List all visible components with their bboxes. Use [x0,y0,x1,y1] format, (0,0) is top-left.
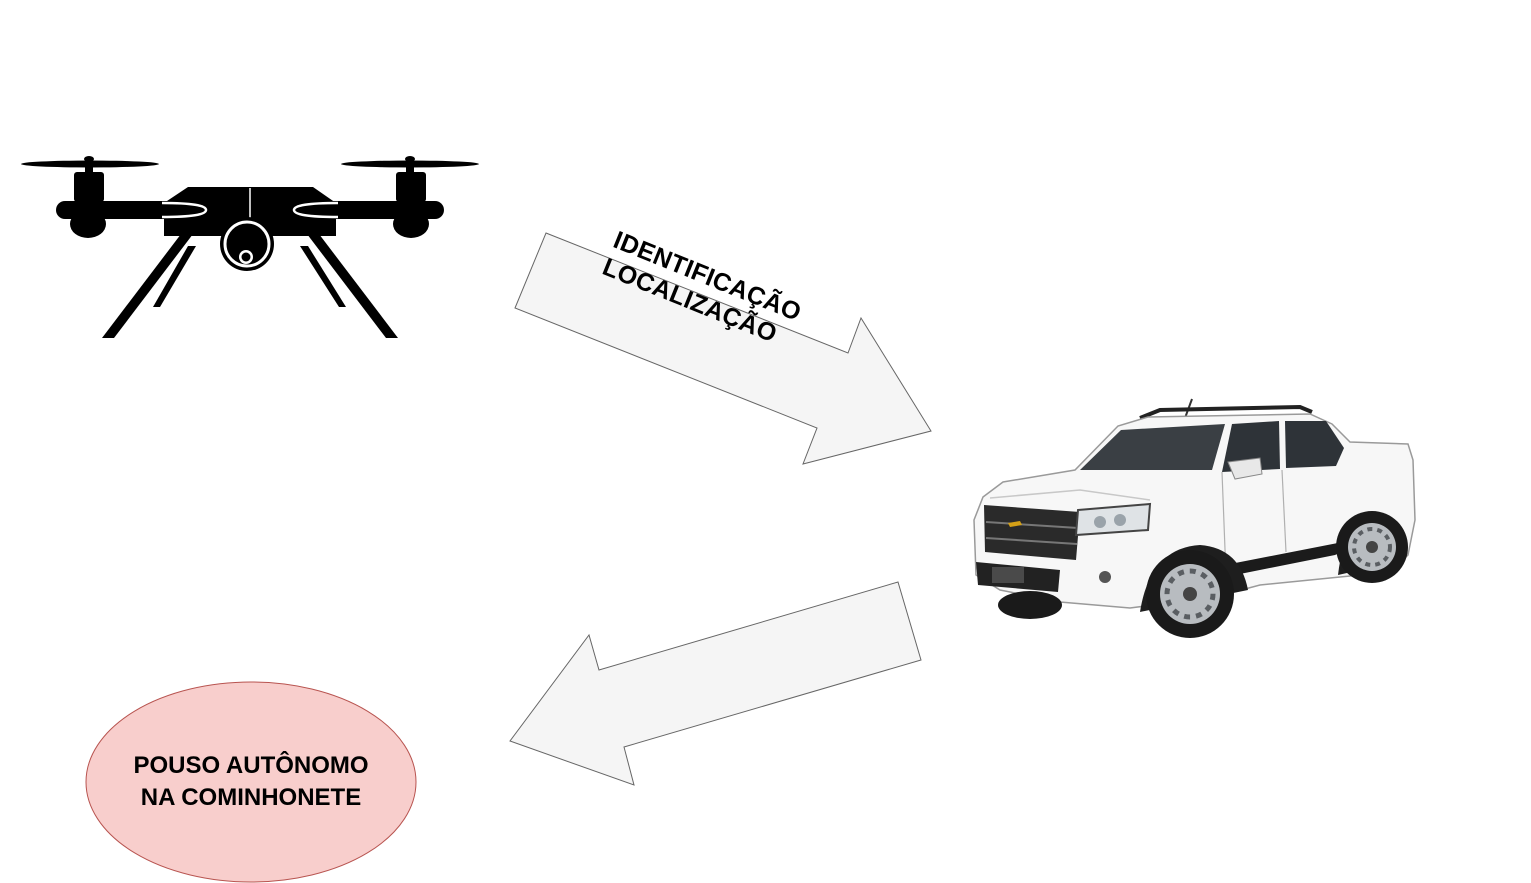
landing-ellipse-label: POUSO AUTÔNOMO NA COMINHONETE [86,682,416,882]
pickup-truck-icon [973,398,1416,638]
ellipse-label-line-2: NA COMINHONETE [140,784,362,811]
ellipse-label-line-1: POUSO AUTÔNOMO [133,752,369,779]
drone-icon [21,156,479,338]
landing-ellipse [85,681,417,883]
arrow-identification [514,232,932,465]
arrow-landing [509,581,922,786]
